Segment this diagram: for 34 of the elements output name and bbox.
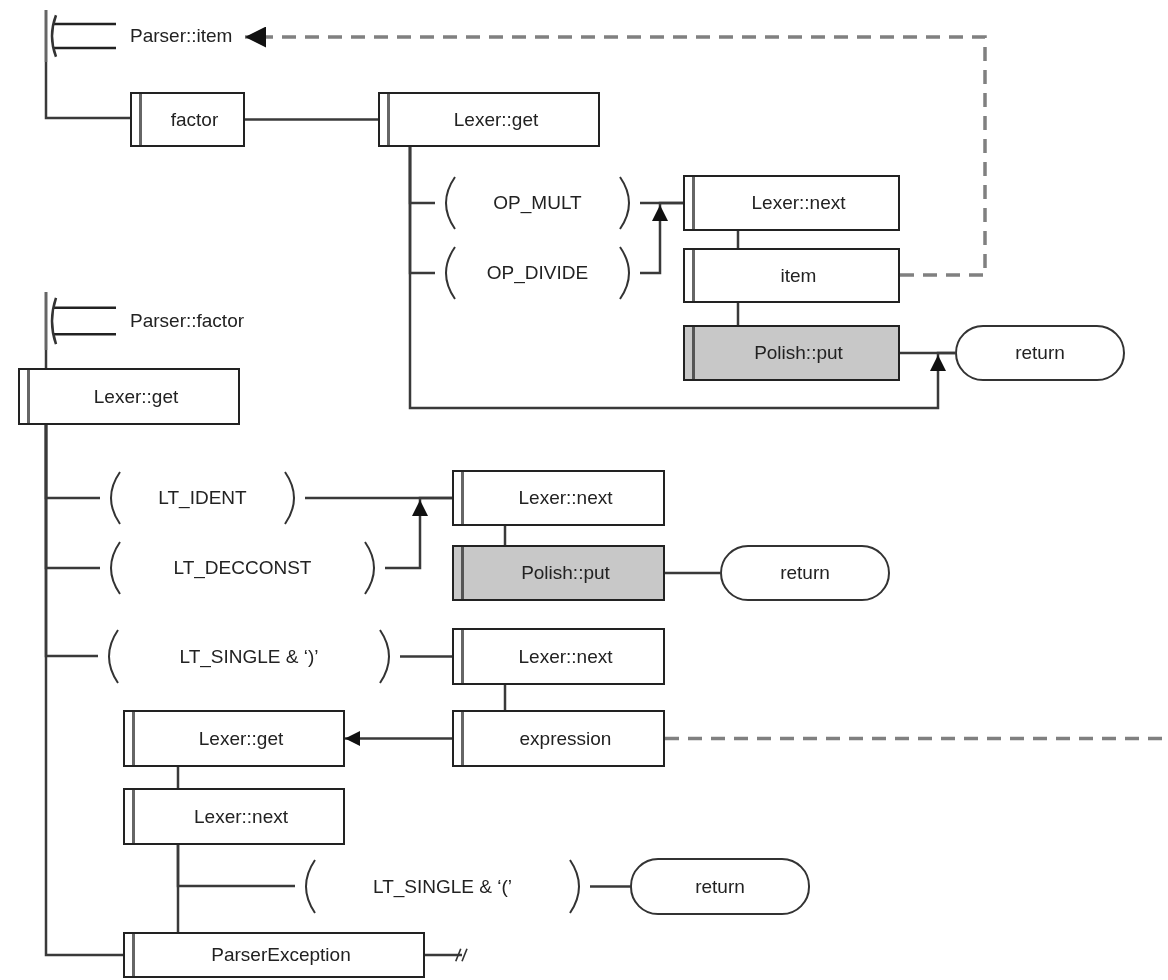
output-call-box: Polish::put bbox=[683, 325, 900, 381]
connector-line bbox=[44, 425, 123, 957]
call-box: Lexer::get bbox=[123, 710, 345, 767]
return-terminal: return bbox=[630, 858, 810, 915]
return-terminal: return bbox=[720, 545, 890, 601]
function-heading: Parser::item bbox=[130, 25, 233, 47]
merge-arrow bbox=[385, 496, 452, 570]
dashed-call-link bbox=[245, 26, 987, 277]
connector-line bbox=[590, 885, 630, 888]
call-box: Lexer::next bbox=[452, 628, 665, 685]
call-box: Lexer::get bbox=[378, 92, 600, 147]
call-box: item bbox=[683, 248, 900, 303]
connector-line bbox=[176, 767, 180, 788]
connector-line bbox=[245, 118, 378, 121]
connector-line bbox=[900, 351, 955, 355]
output-call-box: Polish::put bbox=[452, 545, 665, 601]
call-box: ParserException bbox=[123, 932, 425, 978]
connector-line bbox=[503, 685, 507, 710]
call-box: expression bbox=[452, 710, 665, 767]
connector-line bbox=[665, 571, 720, 575]
connector-line bbox=[400, 655, 452, 658]
connector-line bbox=[503, 526, 507, 545]
connector-line bbox=[736, 303, 740, 325]
function-heading: Parser::factor bbox=[130, 310, 245, 332]
call-box: factor bbox=[130, 92, 245, 147]
arrow bbox=[345, 731, 452, 746]
return-terminal: return bbox=[955, 325, 1125, 381]
call-box: Lexer::next bbox=[123, 788, 345, 845]
connector-line bbox=[44, 62, 130, 120]
call-box: Lexer::next bbox=[452, 470, 665, 526]
merge-arrow bbox=[640, 201, 683, 275]
call-box: Lexer::next bbox=[683, 175, 900, 231]
connector-line bbox=[176, 845, 180, 932]
call-box: Lexer::get bbox=[18, 368, 240, 425]
